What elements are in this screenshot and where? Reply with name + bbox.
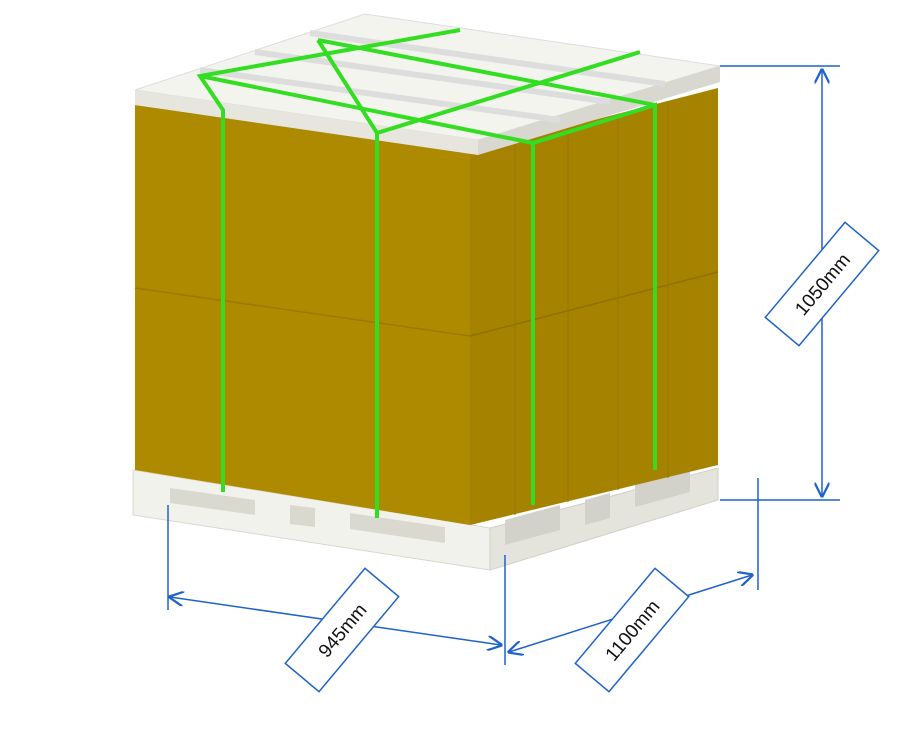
carton-front-face	[135, 105, 470, 525]
pallet	[132, 467, 719, 571]
straps	[196, 28, 657, 518]
depth-label: 1100mm	[574, 567, 690, 693]
width-label: 945mm	[284, 567, 400, 693]
carton-side-face	[470, 88, 718, 525]
